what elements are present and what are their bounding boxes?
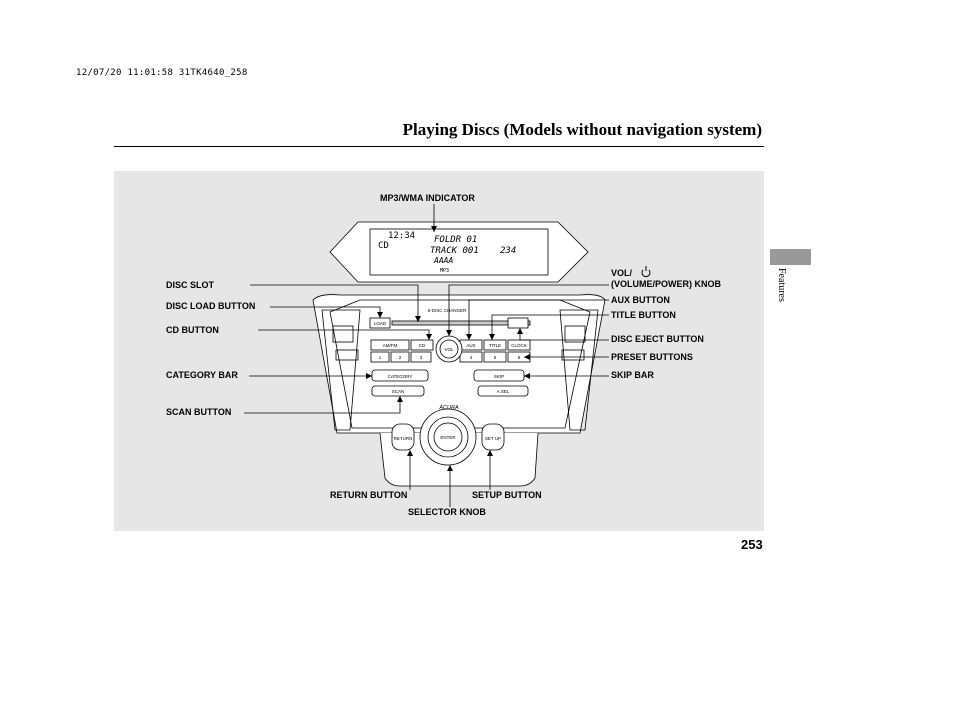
preset-2[interactable]: 2 — [399, 355, 402, 360]
am-fm-button[interactable]: AM/FM — [383, 343, 398, 348]
callout-selector-knob: SELECTOR KNOB — [408, 507, 486, 517]
section-tab — [770, 249, 811, 265]
display-count: 234 — [500, 246, 516, 256]
display-cd: CD — [378, 241, 389, 251]
load-button[interactable]: LOAD — [374, 321, 387, 326]
display-folder: FOLDR 01 — [434, 235, 477, 245]
return-button[interactable]: RETURN — [394, 436, 413, 441]
callout-skip-bar: SKIP BAR — [611, 370, 654, 380]
callout-disc-slot: DISC SLOT — [166, 280, 215, 290]
changer-label: 6-DISC CHANGER — [428, 308, 467, 313]
callout-return-button: RETURN BUTTON — [330, 490, 408, 500]
preset-3[interactable]: 3 — [420, 355, 423, 360]
preset-1[interactable]: 1 — [379, 355, 382, 360]
display-track: TRACK 001 — [430, 246, 479, 256]
callout-vol-2: (VOLUME/POWER) KNOB — [611, 279, 721, 289]
page-title: Playing Discs (Models without navigation… — [402, 120, 762, 139]
preset-6[interactable]: 6 — [518, 355, 521, 360]
section-label: Features — [776, 268, 787, 302]
callout-category-bar: CATEGORY BAR — [166, 370, 238, 380]
callout-preset-buttons: PRESET BUTTONS — [611, 352, 693, 362]
callout-cd-button: CD BUTTON — [166, 325, 219, 335]
aux-button[interactable]: AUX — [466, 343, 475, 348]
brand-logo: ACURA — [438, 405, 459, 411]
title-rule — [114, 146, 764, 147]
title-button[interactable]: TITLE — [489, 343, 501, 348]
scan-button[interactable]: SCAN — [392, 389, 405, 394]
power-icon — [641, 266, 651, 278]
asel-button[interactable]: A.SEL — [497, 389, 510, 394]
print-stamp: 12/07/20 11:01:58 31TK4640_258 — [76, 68, 248, 78]
callout-mp3-indicator: MP3/WMA INDICATOR — [380, 193, 475, 203]
callout-scan-button: SCAN BUTTON — [166, 407, 232, 417]
display-clock: 12:34 — [388, 231, 415, 241]
setup-button[interactable]: SET UP — [485, 436, 501, 441]
display-mp3: MP3 — [440, 268, 449, 274]
preset-4[interactable]: 4 — [470, 355, 473, 360]
clock-button[interactable]: CLOCK — [511, 343, 527, 348]
callout-disc-load: DISC LOAD BUTTON — [166, 301, 256, 311]
callout-vol-1: VOL/ — [611, 268, 633, 278]
page-number: 253 — [741, 537, 763, 552]
callout-setup-button: SETUP BUTTON — [472, 490, 542, 500]
callout-aux-button: AUX BUTTON — [611, 295, 670, 305]
display-name: AAAA — [433, 256, 453, 265]
selector-knob[interactable]: ENTER — [440, 435, 456, 440]
skip-bar[interactable]: SKIP — [494, 374, 504, 379]
callout-disc-eject: DISC EJECT BUTTON — [611, 334, 704, 344]
preset-5[interactable]: 5 — [494, 355, 497, 360]
vol-knob[interactable]: VOL — [444, 347, 454, 352]
cd-button[interactable]: CD — [419, 343, 426, 348]
callout-title-button: TITLE BUTTON — [611, 310, 676, 320]
category-bar[interactable]: CATEGORY — [388, 374, 413, 379]
